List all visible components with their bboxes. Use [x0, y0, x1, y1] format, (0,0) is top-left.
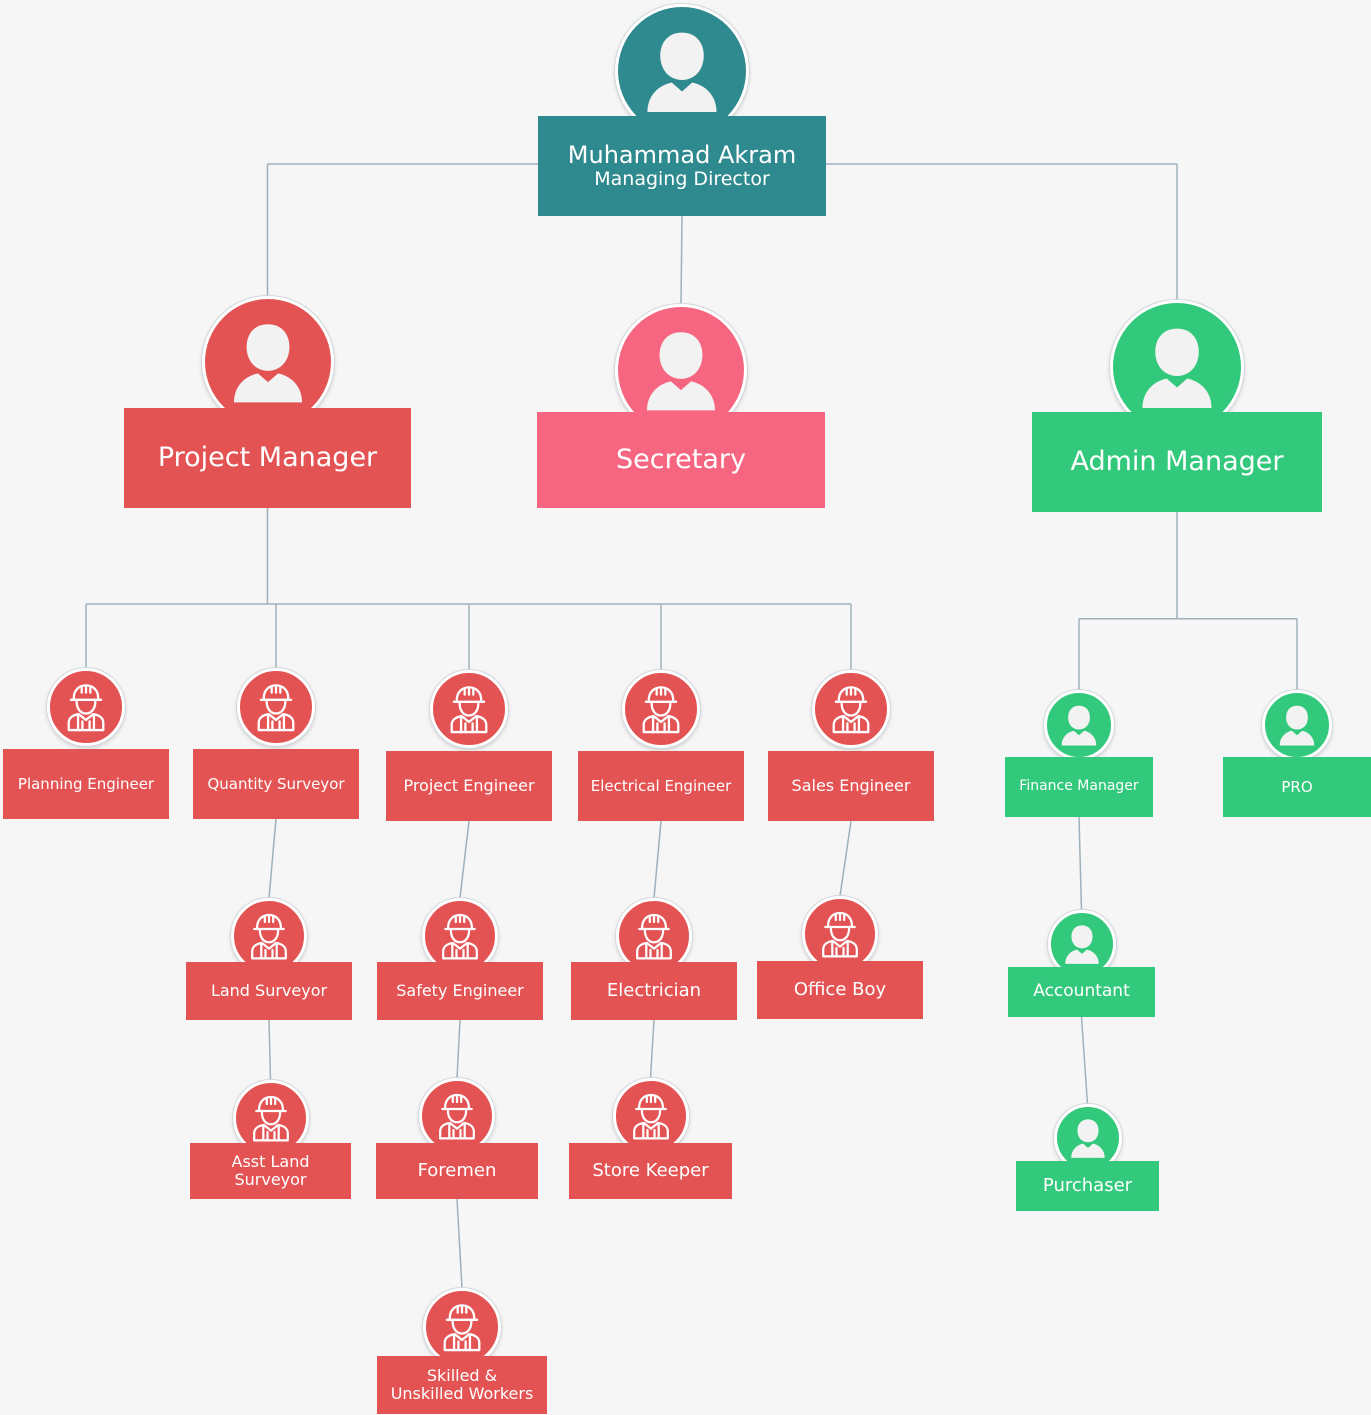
worker-icon: [812, 670, 890, 748]
node-secretary: Secretary: [537, 304, 825, 508]
worker-icon: [616, 898, 692, 974]
node-store-keeper: Store Keeper: [569, 1078, 732, 1199]
person-icon: [1044, 690, 1114, 760]
node-accountant: Accountant: [1008, 910, 1155, 1017]
node-title: Purchaser: [1042, 1174, 1133, 1196]
node-electrician: Electrician: [571, 898, 737, 1020]
node-project-engineer: Project Engineer: [386, 670, 552, 821]
node-subtitle: Managing Director: [594, 167, 770, 190]
node-title: Foremen: [417, 1159, 497, 1181]
connector-line: [459, 820, 470, 899]
node-title: Finance Manager: [1019, 778, 1139, 795]
node-finance-manager: Finance Manager: [1005, 690, 1153, 817]
node-title: Admin Manager: [1070, 445, 1284, 477]
node-office-boy: Office Boy: [757, 896, 923, 1019]
node-foremen: Foremen: [376, 1078, 538, 1199]
node-title-line2: Unskilled Workers: [390, 1384, 534, 1403]
node-title: Project Manager: [157, 441, 378, 473]
person-icon: [1047, 910, 1116, 978]
node-title: Office Boy: [793, 978, 887, 1000]
connector-line: [268, 1019, 272, 1081]
node-title: Sales Engineer: [791, 776, 911, 796]
node-title: Land Surveyor: [210, 981, 328, 1001]
node-title: Quantity Surveyor: [207, 774, 345, 793]
node-title: Electrical Engineer: [590, 776, 732, 795]
node-title: Secretary: [616, 443, 746, 475]
node-title: Electrician: [606, 979, 702, 1001]
node-pro: PRO: [1223, 690, 1371, 817]
node-title-line2: Surveyor: [234, 1170, 307, 1189]
connector-line: [1078, 816, 1083, 911]
person-icon: [201, 296, 334, 428]
person-icon: [1262, 690, 1332, 760]
node-title: PRO: [1281, 777, 1313, 796]
connector-line: [649, 1019, 655, 1079]
worker-icon: [612, 1078, 689, 1154]
worker-icon: [423, 1288, 501, 1366]
connector-line: [456, 1019, 461, 1079]
connector-line: [653, 820, 662, 899]
node-title: Safety Engineer: [396, 981, 524, 1001]
node-quantity-surveyor: Quantity Surveyor: [193, 668, 359, 819]
connector-line: [268, 818, 277, 899]
node-skilled-unskilled-workers: Skilled & Unskilled Workers: [377, 1288, 547, 1414]
worker-icon: [422, 898, 498, 974]
node-sales-engineer: Sales Engineer: [768, 670, 934, 821]
node-title: Skilled &: [426, 1366, 498, 1386]
worker-icon: [237, 668, 315, 746]
node-title: Muhammad Akram: [567, 140, 797, 169]
worker-icon: [47, 668, 125, 746]
node-safety-engineer: Safety Engineer: [377, 898, 543, 1020]
node-title: Planning Engineer: [17, 774, 155, 793]
person-icon: [615, 4, 749, 138]
node-title: Accountant: [1033, 981, 1130, 1002]
node-asst-land-surveyor: Asst Land Surveyor: [190, 1080, 351, 1199]
connector-line: [839, 820, 852, 897]
connector-line: [1080, 1016, 1089, 1105]
node-admin-manager: Admin Manager: [1032, 300, 1322, 512]
connector-line: [680, 215, 683, 305]
node-land-surveyor: Land Surveyor: [186, 898, 352, 1020]
node-title: Asst Land: [231, 1152, 310, 1172]
node-purchaser: Purchaser: [1016, 1104, 1159, 1211]
worker-icon: [419, 1078, 495, 1154]
node-planning-engineer: Planning Engineer: [3, 668, 169, 819]
worker-icon: [622, 670, 700, 748]
node-title: Project Engineer: [403, 776, 535, 796]
node-managing-director: Muhammad Akram Managing Director: [538, 4, 826, 216]
node-electrical-engineer: Electrical Engineer: [578, 670, 744, 821]
worker-icon: [430, 670, 508, 748]
node-title: Store Keeper: [592, 1159, 709, 1181]
person-icon: [1110, 300, 1244, 434]
node-project-manager: Project Manager: [124, 296, 411, 508]
connector-line: [456, 1198, 463, 1289]
